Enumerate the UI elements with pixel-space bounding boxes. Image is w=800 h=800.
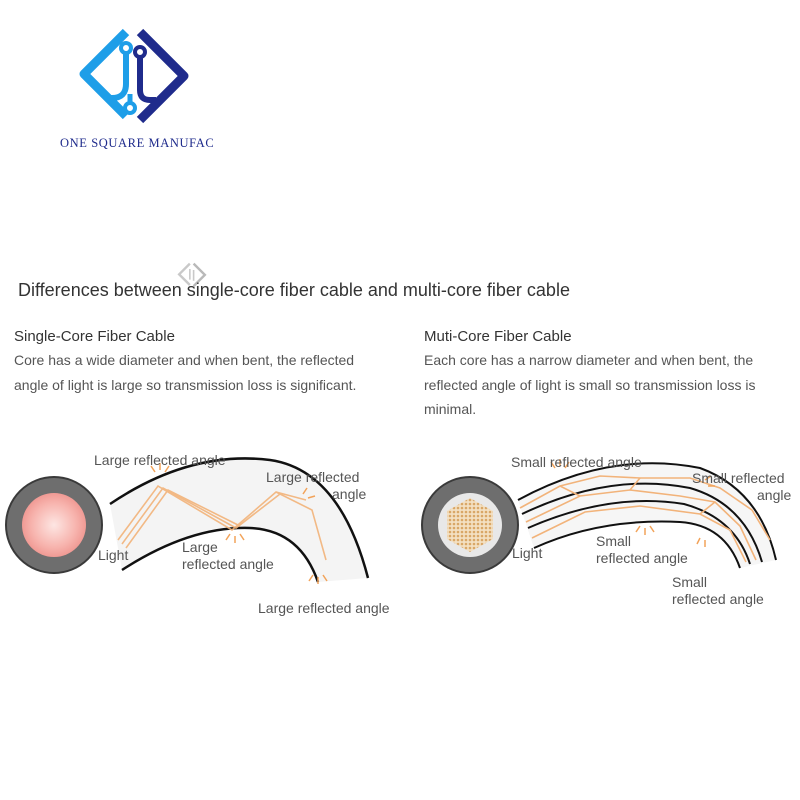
single-core-description: Core has a wide diameter and when bent, … <box>14 352 357 393</box>
single-core-heading: Single-Core Fiber Cable <box>14 328 175 345</box>
single-core-bent-cable <box>109 457 370 584</box>
multi-core-label-right-2: angle <box>757 487 792 503</box>
single-core-cross-section <box>5 476 103 574</box>
single-core-label-middle-1: Large <box>182 539 218 555</box>
company-logo-icon <box>79 28 189 124</box>
brand-name: ONE SQUARE MANUFAC <box>60 136 215 150</box>
multi-core-cross-section <box>421 476 519 574</box>
single-core-label-right-1: Large reflected <box>266 469 360 485</box>
fiber-diagram <box>5 457 777 584</box>
single-core-label-bottom: Large reflected angle <box>258 600 390 616</box>
multi-core-label-top: Small reflected angle <box>511 454 642 470</box>
single-core-light-label: Light <box>98 547 129 563</box>
page-title: Differences between single-core fiber ca… <box>18 280 570 300</box>
multi-core-heading: Muti-Core Fiber Cable <box>424 328 572 345</box>
single-core-label-right-2: angle <box>332 486 367 502</box>
single-core-label-middle-2: reflected angle <box>182 556 274 572</box>
multi-core-label-bottom-1: Small <box>672 574 708 590</box>
multi-core-label-right-1: Small reflected <box>692 470 785 486</box>
multi-core-light-label: Light <box>512 545 543 561</box>
multi-core-label-middle-1: Small <box>596 533 632 549</box>
multi-core-bent-cable <box>517 459 777 569</box>
watermark-logo-icon <box>177 262 207 287</box>
single-core-label-top: Large reflected angle <box>94 452 226 468</box>
multi-core-label-middle-2: reflected angle <box>596 550 688 566</box>
multi-core-description: Each core has a narrow diameter and when… <box>424 352 756 417</box>
multi-core-label-bottom-2: reflected angle <box>672 591 764 607</box>
